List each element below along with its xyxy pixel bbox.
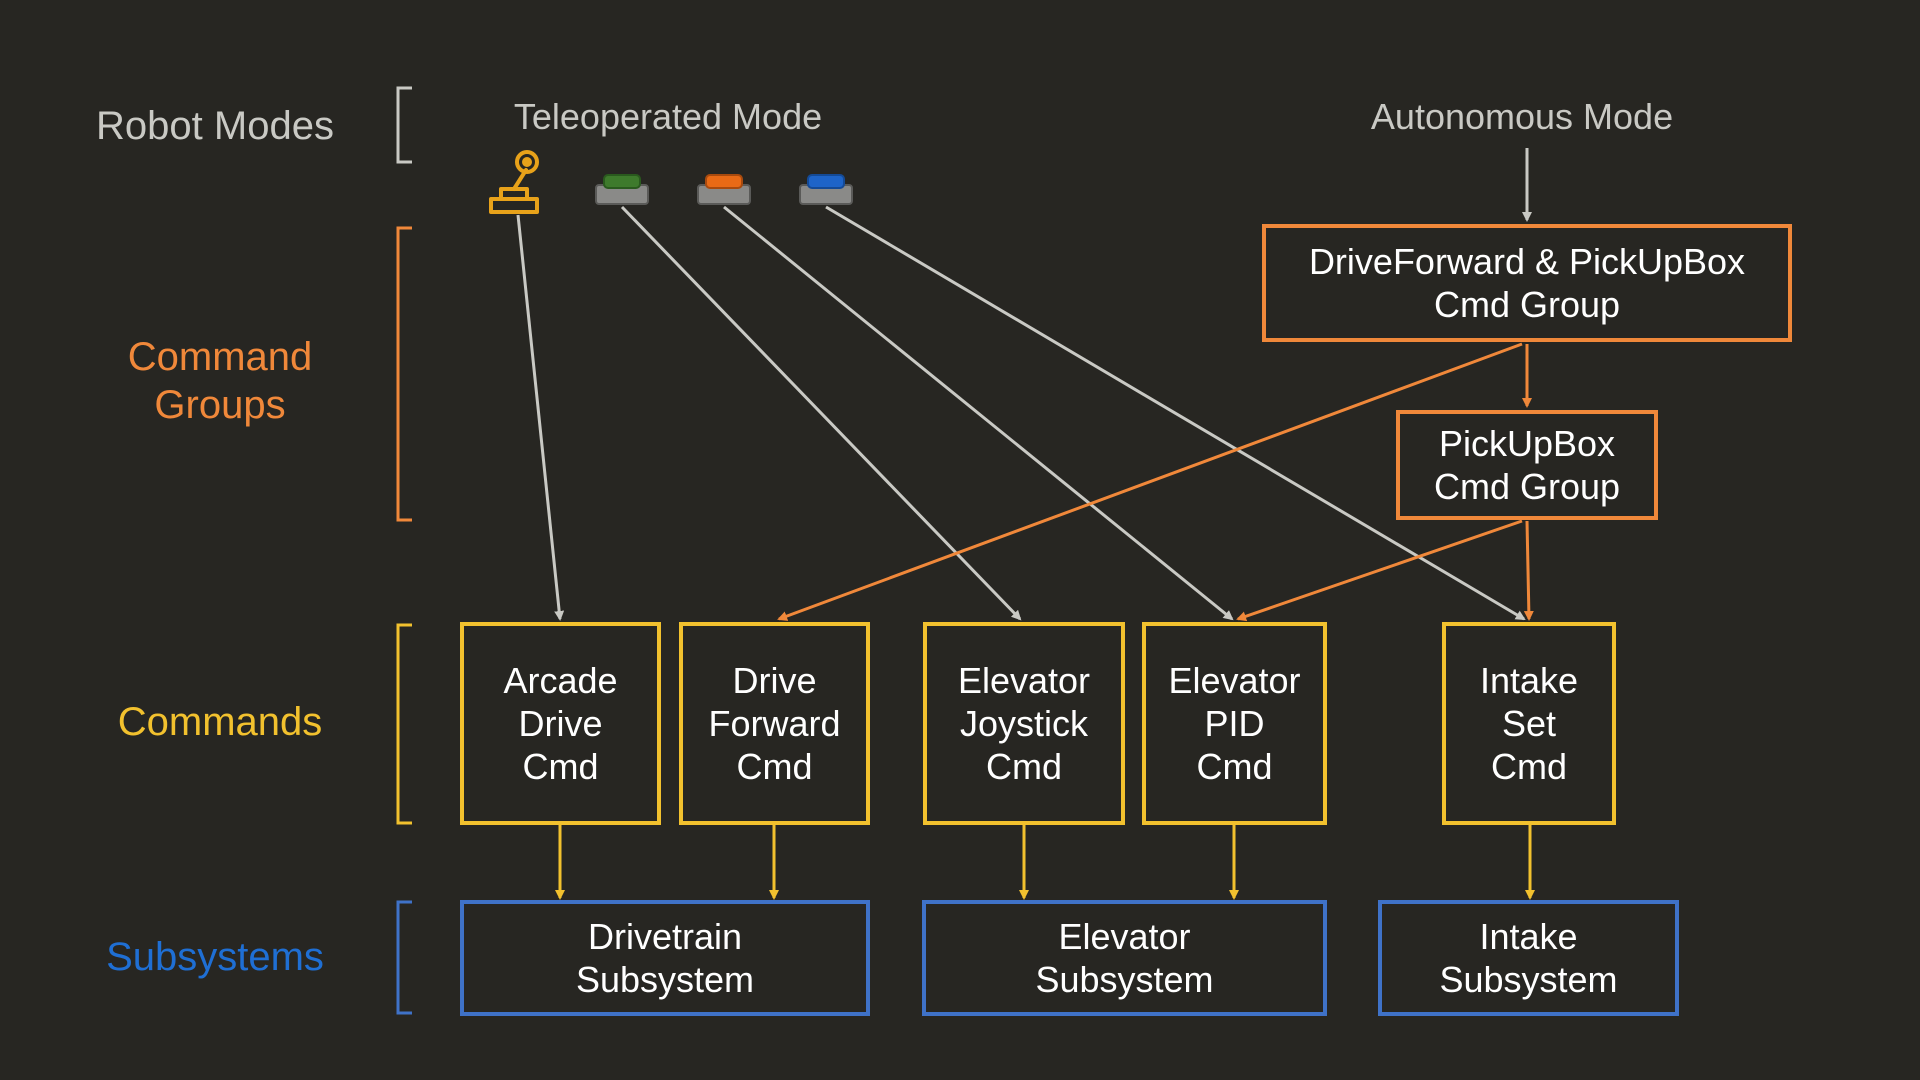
- arrow-joystick-to-arcade-drive: [516, 214, 565, 621]
- commands-label: Commands: [117, 700, 323, 744]
- drive-forward-pickup-group-box: DriveForward & PickUpBox Cmd Group: [1262, 224, 1792, 342]
- elevator-pid-cmd-box: Elevator PID Cmd: [1142, 622, 1327, 825]
- robot-modes-bracket: [396, 86, 412, 164]
- green-button-icon: [595, 174, 649, 205]
- arrow-pickup-group-to-intake-set: [1523, 520, 1534, 621]
- autonomous-mode-label: Autonomous Mode: [1370, 96, 1674, 137]
- arrow-group-to-drive-forward: [777, 342, 1523, 621]
- arrow-green-button-to-elevator-joystick: [620, 205, 1022, 621]
- intake-subsystem-label: Intake Subsystem: [1439, 916, 1618, 1000]
- orange-button-icon: [697, 174, 751, 205]
- arrow-orange-button-to-elevator-pid: [723, 205, 1234, 621]
- joystick-icon: [489, 150, 539, 214]
- arcade-drive-cmd-box: Arcade Drive Cmd: [460, 622, 661, 825]
- arcade-drive-cmd-label: Arcade Drive Cmd: [503, 660, 618, 787]
- drive-forward-cmd-box: Drive Forward Cmd: [679, 622, 870, 825]
- arrow-pickup-group-to-elevator-pid: [1236, 519, 1523, 622]
- elevator-subsystem-box: Elevator Subsystem: [922, 900, 1327, 1016]
- intake-set-cmd-box: Intake Set Cmd: [1442, 622, 1616, 825]
- arrow-blue-button-to-intake-set: [825, 205, 1526, 621]
- drive-forward-pickup-group-label: DriveForward & PickUpBox Cmd Group: [1308, 241, 1746, 325]
- subsystems-label: Subsystems: [106, 935, 324, 979]
- elevator-joystick-cmd-box: Elevator Joystick Cmd: [923, 622, 1125, 825]
- pickup-group-box: PickUpBox Cmd Group: [1396, 410, 1658, 520]
- elevator-joystick-cmd-label: Elevator Joystick Cmd: [957, 660, 1091, 787]
- intake-subsystem-box: Intake Subsystem: [1378, 900, 1679, 1016]
- subsystems-bracket: [396, 900, 412, 1015]
- intake-set-cmd-label: Intake Set Cmd: [1479, 660, 1579, 787]
- drive-forward-cmd-label: Drive Forward Cmd: [708, 660, 841, 787]
- commands-bracket: [396, 623, 412, 825]
- teleoperated-mode-label: Teleoperated Mode: [513, 96, 823, 137]
- command-groups-bracket: [396, 226, 412, 522]
- drivetrain-subsystem-box: Drivetrain Subsystem: [460, 900, 870, 1016]
- drivetrain-subsystem-label: Drivetrain Subsystem: [575, 916, 755, 1000]
- command-groups-label: Command Groups: [127, 335, 313, 427]
- robot-modes-label: Robot Modes: [96, 104, 334, 148]
- blue-button-icon: [799, 174, 853, 205]
- elevator-subsystem-label: Elevator Subsystem: [1035, 916, 1214, 1000]
- elevator-pid-cmd-label: Elevator PID Cmd: [1168, 660, 1301, 787]
- pickup-group-label: PickUpBox Cmd Group: [1433, 423, 1621, 507]
